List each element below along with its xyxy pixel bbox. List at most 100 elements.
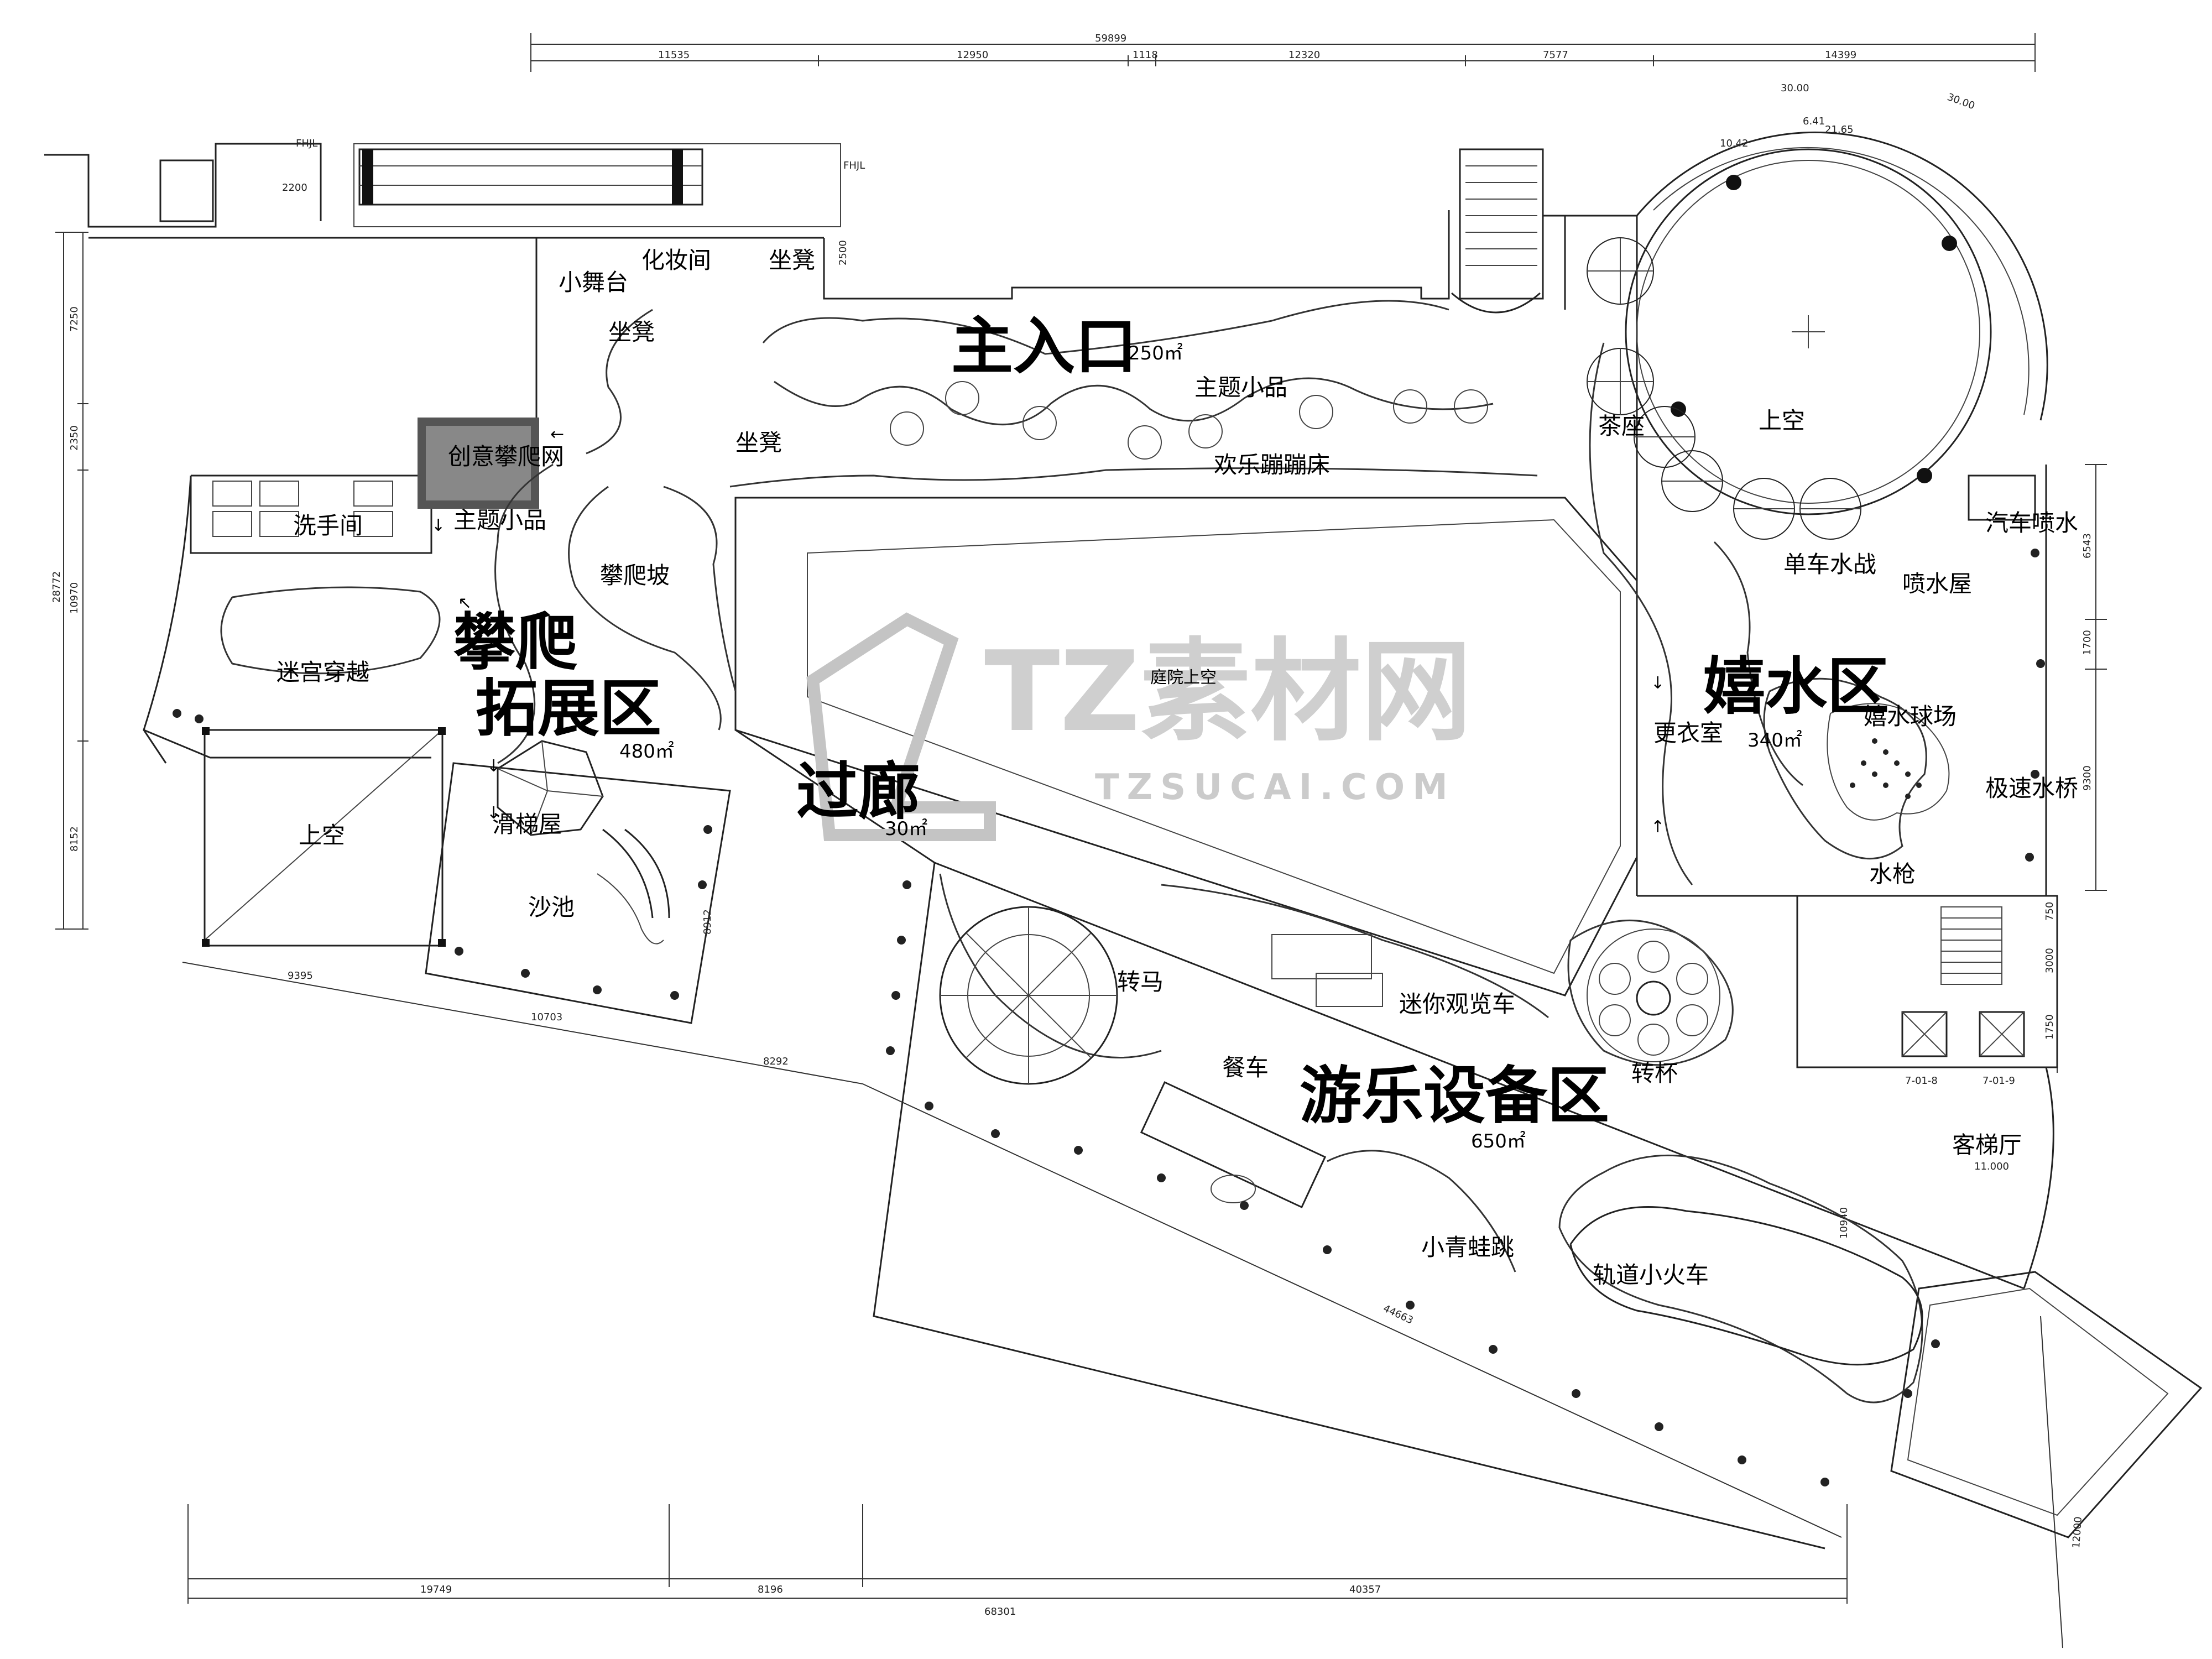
dim-left-total: 28772: [51, 571, 62, 603]
dim-top-seg: 12950: [957, 49, 988, 61]
dim-top-total: 59899: [1095, 33, 1126, 44]
watermark-url: TZSUCAI.COM: [1095, 767, 1455, 808]
dim-arc: 10.42: [1720, 138, 1749, 149]
zone-title-main-entrance: 主入口: [951, 311, 1137, 383]
amenity-symbols: [497, 381, 2036, 1366]
label-car-spray: 汽车喷水: [1985, 509, 2078, 536]
zone-titles: 主入口 250㎡ 攀爬 拓展区 480㎡ 嬉水区 340㎡ 过廊 30㎡ 游乐设…: [453, 311, 1889, 1152]
dim-top-seg: 1118: [1133, 49, 1158, 61]
dim-void-width: 9395: [288, 970, 313, 982]
zone-title-corridor: 过廊: [796, 756, 920, 828]
label-spray-house: 喷水屋: [1902, 570, 1972, 597]
label-dining-car: 餐车: [1222, 1054, 1269, 1081]
svg-text:↑: ↑: [1651, 817, 1665, 837]
label-train: 轨道小火车: [1593, 1261, 1709, 1288]
svg-text:↓: ↓: [431, 516, 445, 535]
label-bench: 坐凳: [735, 429, 782, 456]
dim-arc: 30.00: [1781, 82, 1809, 94]
label-lift: 7-01-8: [1905, 1075, 1938, 1087]
dim-left-seg: 8152: [69, 826, 80, 852]
label-theme-piece: 主题小品: [1194, 374, 1287, 401]
zone-title-rides: 游乐设备区: [1300, 1060, 1609, 1132]
zone-title-climb-1: 攀爬: [453, 607, 577, 679]
label-frog-jump: 小青蛙跳: [1421, 1234, 1514, 1261]
dim-diag: 8292: [763, 1056, 789, 1067]
label-bike-water: 单车水战: [1783, 551, 1876, 578]
label-theme-piece-left: 主题小品: [453, 507, 546, 534]
label-water-ball: 嬉水球场: [1864, 703, 1957, 730]
label-trampoline: 欢乐蹦蹦床: [1214, 451, 1330, 478]
svg-text:↖: ↖: [458, 593, 472, 613]
dim-top-seg: 14399: [1825, 49, 1856, 61]
dim-arc: 6.41: [1803, 116, 1825, 127]
dim-left-seg: 2350: [69, 425, 80, 451]
label-fhjl: FHJL: [296, 138, 317, 149]
planting-hedges: [173, 549, 2045, 1486]
svg-text:↓: ↓: [1651, 674, 1665, 693]
svg-text:←: ←: [550, 425, 564, 444]
slide-house-symbol: [497, 740, 670, 919]
feature-labels: 小舞台 化妆间 坐凳 坐凳 坐凳 主题小品 欢乐蹦蹦床 创意攀爬网 主题小品 洗…: [276, 82, 2078, 1288]
dim-bottom-seg: 19749: [420, 1584, 452, 1595]
dim-top-seg: 7577: [1543, 49, 1568, 61]
landscape-paths: [220, 300, 1927, 1404]
dim-right-seg: 1700: [2081, 630, 2093, 655]
label-bench: 坐凳: [608, 319, 655, 346]
zone-area-corridor: 30㎡: [885, 818, 927, 840]
car-spray-symbol: [1968, 474, 2036, 521]
dim-bottom-total: 68301: [984, 1606, 1016, 1618]
stairs: [1465, 165, 1537, 266]
label-bench: 坐凳: [769, 247, 815, 274]
dining-car-symbol: [1140, 1081, 1327, 1208]
building-outline: [44, 131, 2203, 1550]
dim-bottom-seg: 40357: [1349, 1584, 1381, 1595]
dim-right-lower: 1750: [2044, 1014, 2056, 1040]
label-climb-slope: 攀爬坡: [600, 562, 670, 589]
water-ball-symbol: [1827, 703, 1950, 821]
label-changing: 更衣室: [1653, 719, 1723, 747]
direction-arrows: ↓ ← ↓ ↓ ↓ ↑ ↖: [431, 425, 1665, 837]
dim-top-seg: 11535: [658, 49, 690, 61]
dimension-texts: 59899 11535 12950 1118 12320 7577 14399 …: [51, 33, 2093, 1618]
label-lift: 7-01-9: [1983, 1075, 2015, 1087]
dim-left-seg: 7250: [69, 306, 80, 332]
sandpit-slide: [597, 873, 664, 945]
dim-sand-width: 10703: [531, 1011, 562, 1023]
label-mini-wheel: 迷你观览车: [1399, 990, 1515, 1018]
dimension-lines: [55, 33, 2107, 1648]
dim-right-seg: 6543: [2081, 533, 2093, 559]
label-void-round: 上空: [1759, 407, 1805, 434]
dim-arc: 30.00: [1945, 91, 1976, 112]
label-tea: 茶座: [1598, 413, 1645, 440]
dim-diag: 10940: [1838, 1207, 1850, 1239]
label-maze: 迷宫穿越: [276, 659, 369, 686]
label-carousel: 转马: [1117, 968, 1164, 995]
label-fhjl: FHJL: [843, 160, 865, 171]
trampoline-rings: [890, 381, 1488, 460]
label-teacups: 转杯: [1631, 1060, 1678, 1087]
dim-top-seg: 12320: [1288, 49, 1320, 61]
label-water-gun: 水枪: [1869, 860, 1916, 888]
label-slide-house: 滑梯屋: [492, 811, 562, 838]
svg-text:↓: ↓: [487, 804, 500, 823]
zone-area-climb: 480㎡: [619, 740, 674, 763]
zone-title-climb-2: 拓展区: [476, 673, 661, 745]
dim-left-seg: 10970: [69, 582, 80, 614]
elevator-stairs: [1941, 917, 2002, 974]
dim-bottom-seg: 8196: [758, 1584, 783, 1595]
zone-area-water: 340㎡: [1747, 729, 1802, 752]
train-track-symbol: [1569, 1206, 1923, 1366]
label-makeup: 化妆间: [641, 247, 711, 274]
label-washroom: 洗手间: [293, 512, 363, 539]
watermark: TZ素材网 TZSUCAI.COM: [806, 612, 1472, 841]
dim-right-lower: 750: [2044, 902, 2056, 921]
label-water-bridge: 极速水桥: [1985, 775, 2078, 802]
watermark-brand: TZ素材网: [984, 628, 1472, 757]
umbrella-trees: [1587, 237, 1861, 540]
dim-stair: 2500: [837, 240, 849, 265]
label-stage: 小舞台: [559, 269, 628, 296]
carousel-symbol: [939, 906, 1118, 1085]
zone-area-rides: 650㎡: [1471, 1130, 1526, 1152]
teacups-symbol: [1587, 928, 1720, 1062]
